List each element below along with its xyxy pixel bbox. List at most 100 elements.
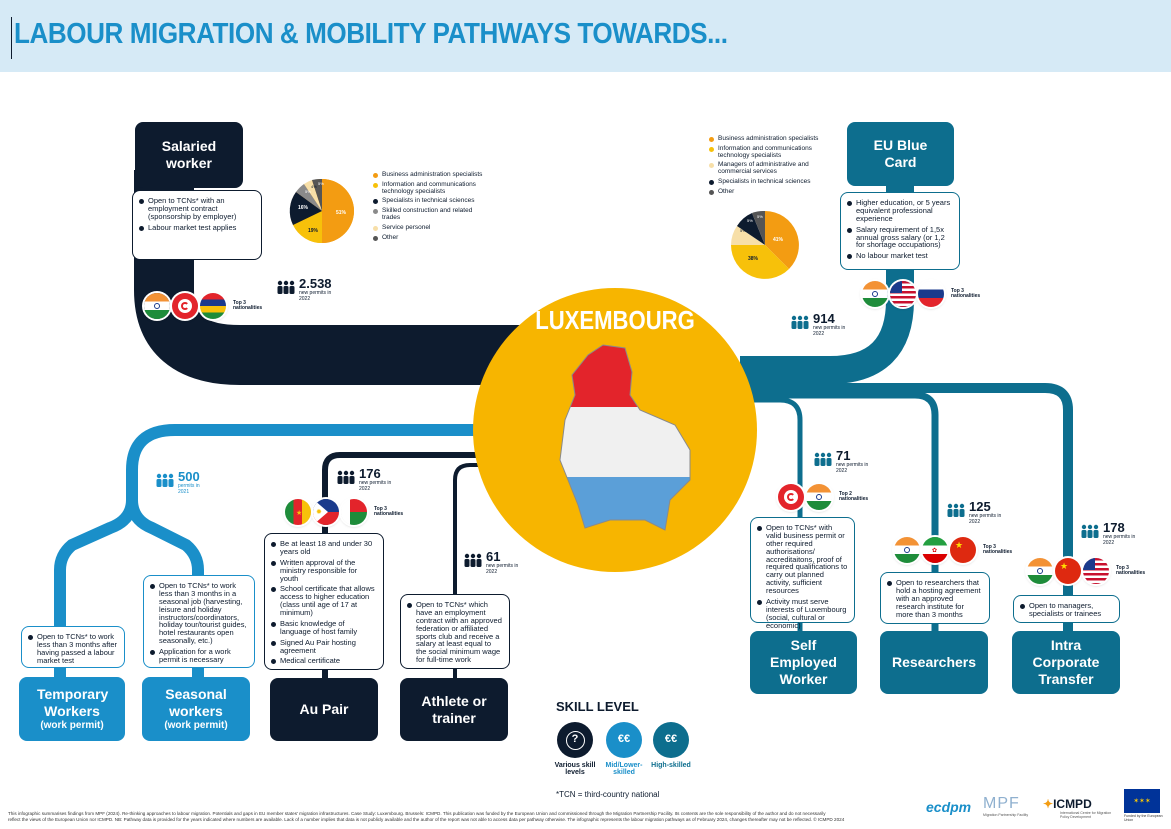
legend-item: Service personel xyxy=(382,223,431,231)
india-flag-icon xyxy=(1027,558,1053,584)
au-pair-box[interactable]: Au Pair xyxy=(270,678,378,741)
condition-item: Labour market test applies xyxy=(139,223,255,232)
legend-item: Other xyxy=(718,187,735,195)
seasonal-branch-line xyxy=(126,499,204,680)
india-flag-icon xyxy=(862,281,888,307)
condition-item: Activity must serve interests of Luxembo… xyxy=(757,597,848,630)
madagascar-flag-icon xyxy=(341,499,367,525)
legend-item: Managers of administrative and commercia… xyxy=(718,161,809,176)
legend-item: Specialists in technical sciences xyxy=(718,178,811,186)
stat-value: 125 xyxy=(969,499,991,514)
legend-item: Business administration specialists xyxy=(382,171,483,178)
salaried-pie-label: 5% xyxy=(305,189,311,194)
stat-value: 914 xyxy=(813,311,835,326)
blue-card-pie-label: 5% xyxy=(747,218,753,223)
seasonal-workers-box[interactable]: Seasonal workers (work permit) xyxy=(142,677,250,741)
people-icon xyxy=(1081,524,1099,538)
condition-item: Basic knowledge of language of host fami… xyxy=(271,619,377,636)
legend-item: Skilled construction and related trades xyxy=(382,207,473,222)
nationalities-label: Top 3 nationalities xyxy=(374,505,404,517)
text-cursor xyxy=(11,17,12,59)
salaried-conditions: Open to TCNs* with an employment contrac… xyxy=(132,190,262,260)
ict-pathway-line xyxy=(720,383,1073,635)
india-flag-icon xyxy=(894,537,920,563)
stat-label: new permits in 2022 xyxy=(359,480,392,492)
salaried-worker-box[interactable]: Salaried worker xyxy=(135,122,243,188)
athlete-conditions: Open to TCNs* which have an employment c… xyxy=(400,594,510,669)
tunisia-flag-icon xyxy=(778,484,804,510)
researchers-conditions: Open to researchers that hold a hosting … xyxy=(880,572,990,624)
coins-icon: €€ xyxy=(653,722,689,758)
nationalities-label: Top 3 nationalities xyxy=(951,287,981,299)
condition-item: Medical certificate xyxy=(271,657,377,665)
nationalities-label: Top 3 nationalities xyxy=(233,299,263,311)
seasonal-conditions: Open to TCNs* to work less than 3 months… xyxy=(143,575,255,668)
condition-item: Salary requirement of 1,5x annual gross … xyxy=(847,225,953,250)
stat-label: new permits in 2022 xyxy=(486,563,519,575)
salaried-pie-label: 19% xyxy=(308,228,319,234)
self-employed-box[interactable]: Self Employed Worker xyxy=(750,631,857,694)
question-icon: ? xyxy=(557,722,593,758)
footer-line: This infographic summarises findings fro… xyxy=(8,811,826,816)
country-title: LUXEMBOURG xyxy=(535,305,695,335)
stat-value: 178 xyxy=(1103,520,1125,535)
eu-blue-card-box[interactable]: EU Blue Card xyxy=(847,122,954,186)
skill-high: €€ High-skilled xyxy=(648,722,694,769)
blue-card-pathway-line xyxy=(740,175,914,384)
ict-box[interactable]: Intra Corporate Transfer xyxy=(1012,631,1120,694)
athlete-title: Athlete or trainer xyxy=(421,692,487,726)
blue-card-pie-label: 41% xyxy=(773,237,784,243)
stat-label: new permits in 2022 xyxy=(813,325,846,337)
temporary-workers-box[interactable]: Temporary Workers (work permit) xyxy=(19,677,125,741)
legend-item: Information and communications technolog… xyxy=(718,144,812,159)
temporary-title: Temporary Workers xyxy=(37,686,109,719)
footer-line: reflect the views of the European Union … xyxy=(8,816,845,822)
seasonal-title: Seasonal workers xyxy=(165,686,227,719)
salaried-pie-label: 16% xyxy=(298,205,309,211)
eu-flag-icon: ✶✶✶ xyxy=(1124,789,1160,813)
usa-flag-icon xyxy=(1083,558,1109,584)
india-flag-icon xyxy=(806,484,832,510)
self-employed-flags: Top 2 nationalities xyxy=(778,484,871,510)
legend-item: Specialists in technical sciences xyxy=(382,197,475,205)
icmpd-logo-subtitle: International Centre for Migration Polic… xyxy=(1060,811,1112,819)
athlete-box[interactable]: Athlete or trainer xyxy=(400,678,508,741)
condition-item: Open to TCNs* to work less than 3 months… xyxy=(150,582,248,645)
legend-item: Business administration specialists xyxy=(718,135,819,142)
legend-item: Other xyxy=(382,233,399,241)
stat-value: 2.538 xyxy=(299,276,332,291)
salaried-pie-chart xyxy=(289,178,354,244)
salaried-flags: Top 3 nationalities xyxy=(144,293,263,319)
page-title: LABOUR MIGRATION & MOBILITY PATHWAYS TOW… xyxy=(14,18,728,50)
people-icon xyxy=(814,452,832,466)
salaried-legend: Business administration specialists Info… xyxy=(373,171,488,245)
condition-item: Open to TCNs* with valid business permit… xyxy=(757,524,848,595)
self-employed-conditions: Open to TCNs* with valid business permit… xyxy=(750,517,855,629)
condition-item: Open to TCNs* with an employment contrac… xyxy=(139,197,255,221)
self-employed-title: Self Employed Worker xyxy=(770,637,837,687)
stat-value: 61 xyxy=(486,549,501,564)
russia-flag-icon xyxy=(918,281,944,307)
condition-item: Be at least 18 and under 30 years old xyxy=(271,540,377,556)
blue-card-pie-label: 5% xyxy=(740,228,746,233)
usa-flag-icon xyxy=(890,281,916,307)
nationalities-label: Top 3 nationalities xyxy=(1116,564,1146,576)
condition-item: Higher education, or 5 years equivalent … xyxy=(847,199,953,223)
footer-disclaimer: This infographic summarises findings fro… xyxy=(8,811,908,822)
icmpd-mark-icon: ✦ xyxy=(1043,797,1054,811)
stat-label: new permits in 2022 xyxy=(969,513,1002,525)
mpf-logo-subtitle: Migration Partnership Facility xyxy=(983,813,1029,817)
temp-seasonal-pathway-line xyxy=(54,424,520,680)
researchers-box[interactable]: Researchers xyxy=(880,631,988,694)
condition-item: Open to managers, specialists or trainee… xyxy=(1020,602,1113,618)
people-icon xyxy=(156,473,174,487)
athlete-pathway-line xyxy=(453,463,520,680)
blue-card-pie-label: 38% xyxy=(748,256,759,262)
eu-funded-label: Funded by the European Union xyxy=(1124,814,1163,822)
mauritius-flag-icon xyxy=(200,293,226,319)
